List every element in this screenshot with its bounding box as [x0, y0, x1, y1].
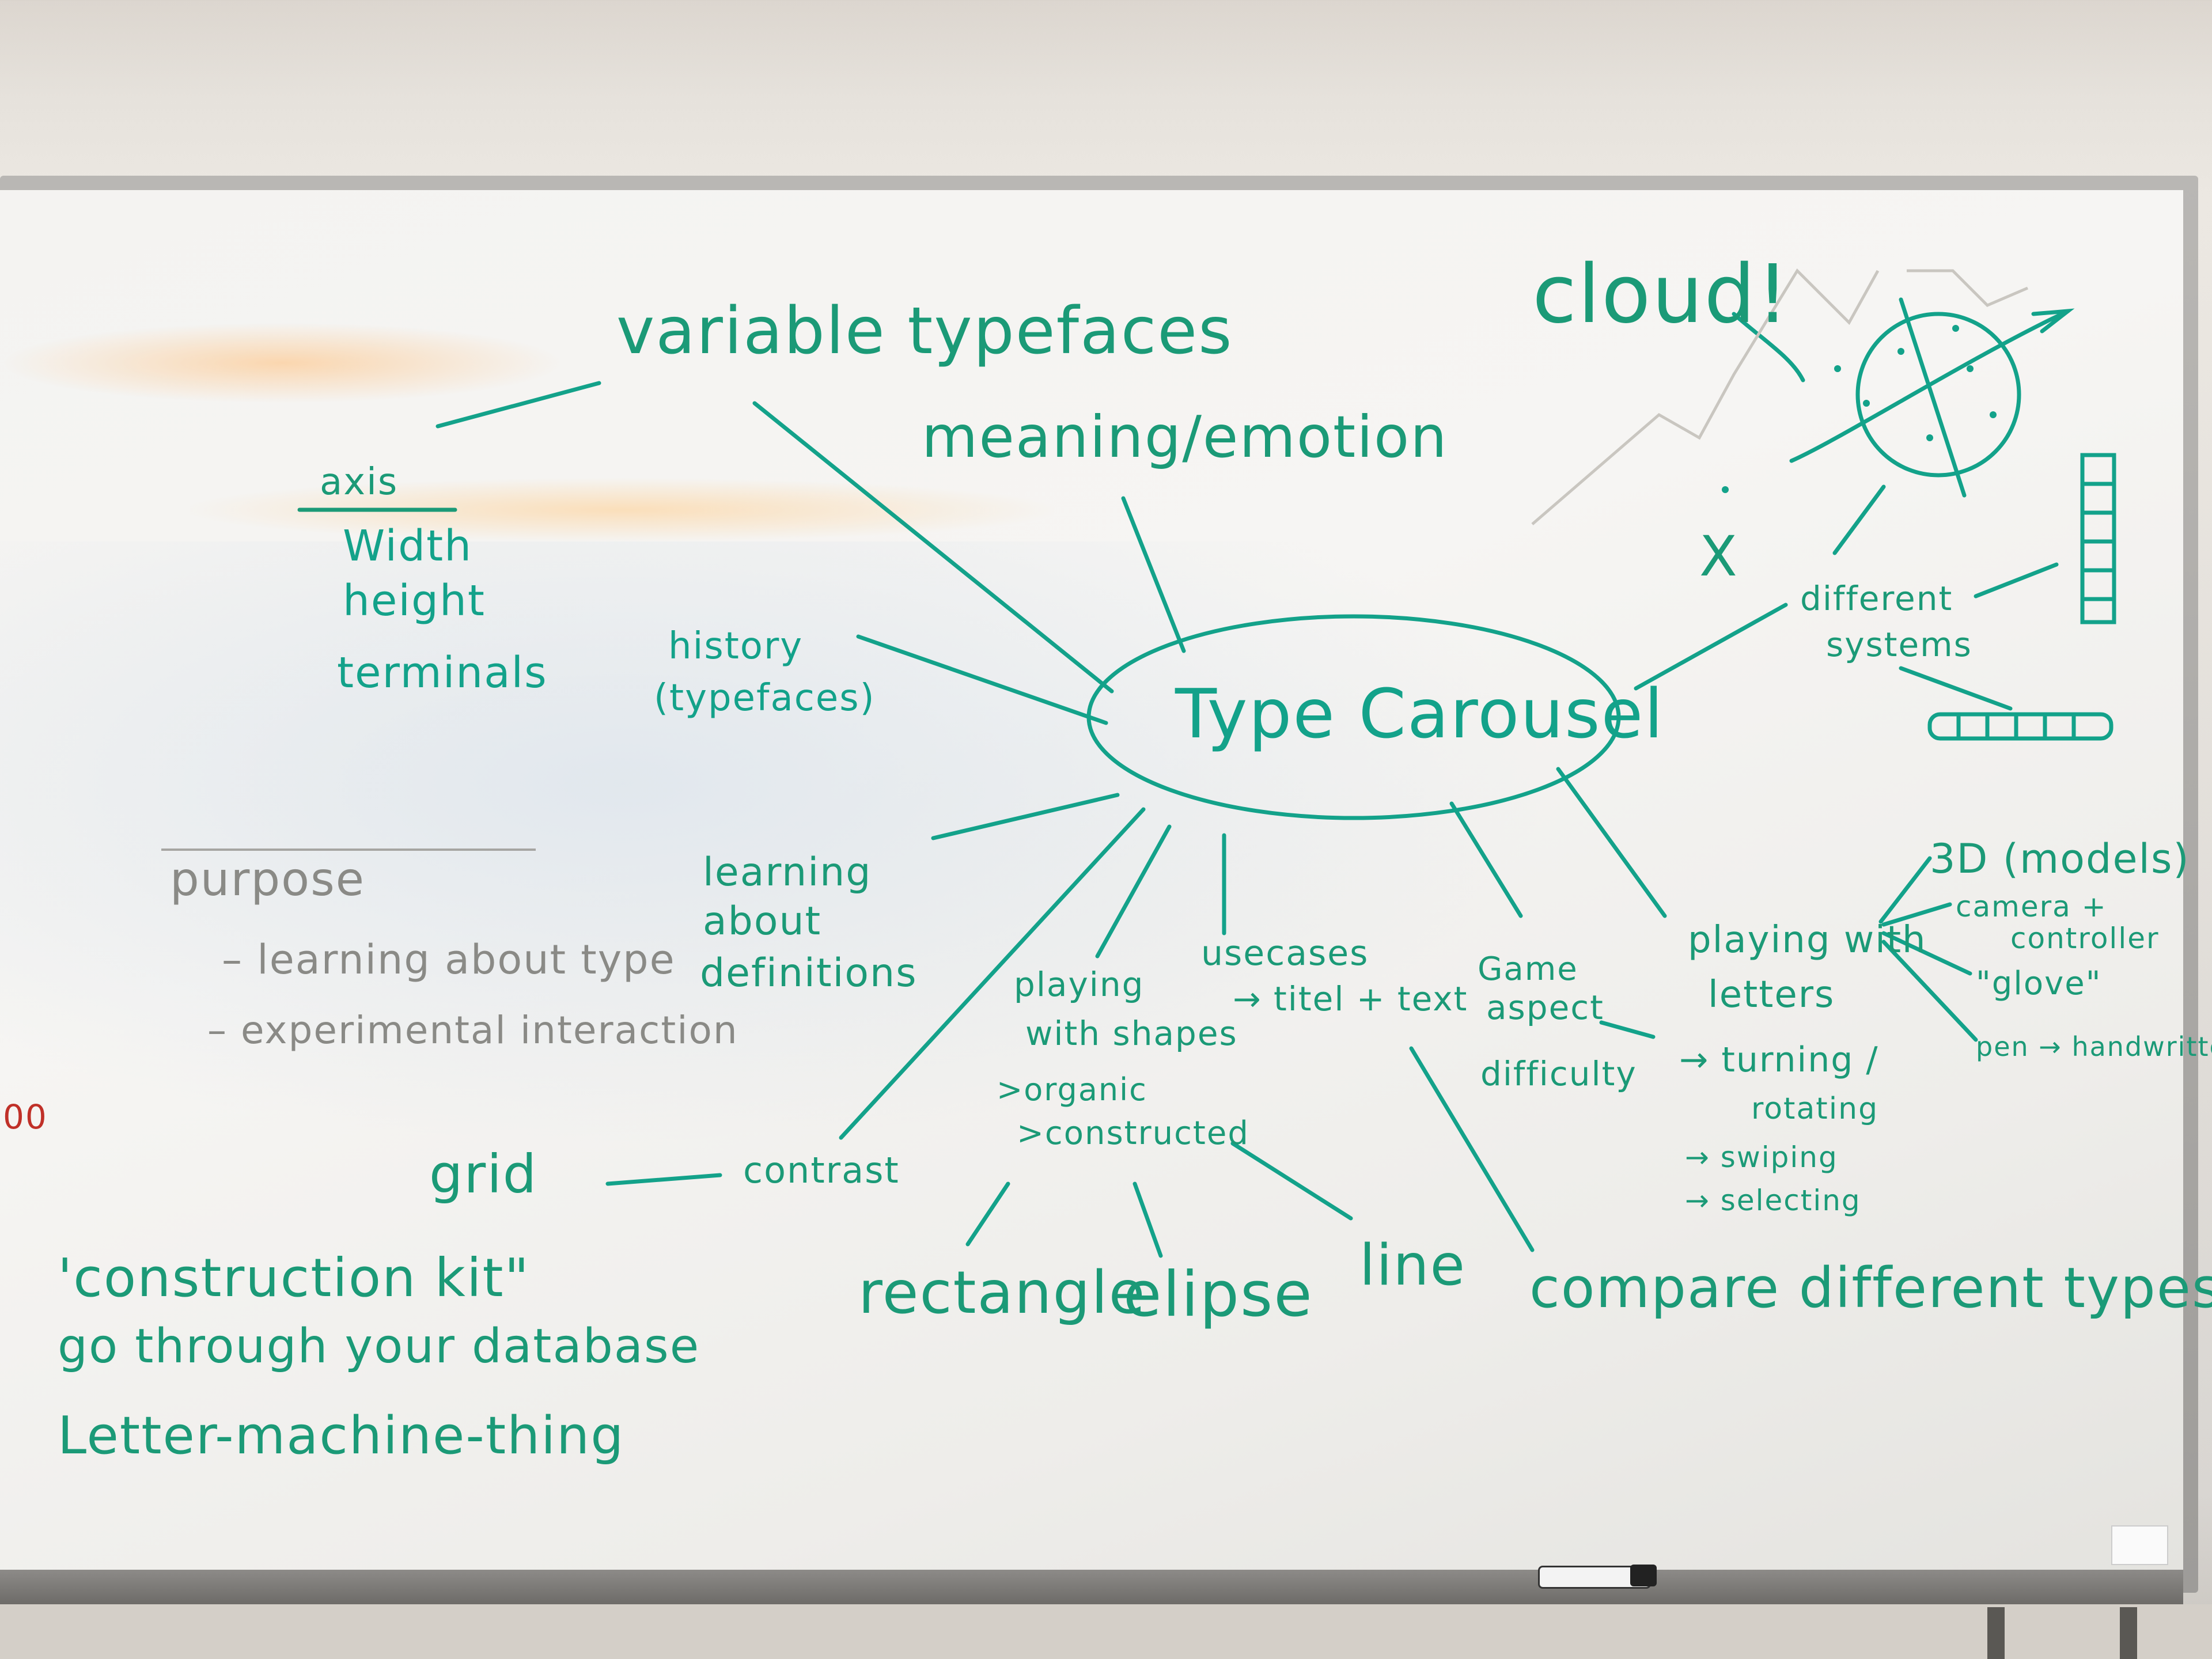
spoke-variable-typefaces [752, 401, 1114, 694]
label-usecases: usecases [1201, 933, 1369, 974]
link-rectangle [965, 1181, 1010, 1247]
link-axis [435, 381, 601, 429]
spoke-learning [931, 793, 1120, 840]
label-playing: playing [1014, 965, 1145, 1004]
label-aspect: aspect [1486, 988, 1604, 1027]
label-height: height [343, 576, 486, 626]
spoke-history [856, 634, 1108, 725]
spoke-shapes [1095, 824, 1172, 959]
label-systems: systems [1826, 625, 1972, 664]
label-selecting: → selecting [1685, 1184, 1861, 1217]
label-ellipse: elipse [1123, 1259, 1313, 1331]
globe-arrow [2031, 308, 2075, 334]
vertical-strip [2080, 453, 2116, 624]
label-titel-text: → titel + text [1233, 979, 1468, 1018]
label-glove: "glove" [1976, 965, 2102, 1002]
label-line: line [1359, 1233, 1466, 1298]
label-contrast: contrast [743, 1149, 900, 1191]
label-red-fragment: 00 [3, 1097, 48, 1137]
label-controller: controller [2010, 922, 2160, 955]
label-compare-types: compare different types [1529, 1256, 2212, 1320]
label-rotating: rotating [1751, 1092, 1879, 1126]
label-definitions: definitions [700, 950, 918, 996]
label-different: different [1800, 579, 1953, 618]
globe-ring [1789, 309, 2070, 463]
label-database: go through your database [58, 1319, 700, 1374]
label-purpose: purpose [170, 853, 365, 906]
label-turning: → turning / [1679, 1040, 1879, 1080]
link-3d [1878, 856, 1932, 924]
label-grid: grid [429, 1143, 538, 1205]
label-organic: >organic [997, 1071, 1147, 1108]
label-swiping: → swiping [1685, 1141, 1838, 1174]
light-reflection [0, 323, 565, 403]
label-pen-handwritten: pen → handwritten [1976, 1031, 2212, 1062]
link-game-turning [1599, 1020, 1656, 1039]
label-width: Width [343, 521, 472, 571]
horizontal-strip [1927, 712, 2113, 741]
link-ellipse [1132, 1181, 1163, 1258]
label-camera: camera + [1956, 890, 2107, 923]
window-reflection [0, 541, 1555, 1146]
link-line [1230, 1141, 1353, 1221]
board-label-sticker [2111, 1525, 2168, 1565]
link-pen [1881, 940, 1978, 1042]
wall-bracket [1987, 1607, 2005, 1659]
marker-cap [1630, 1565, 1657, 1586]
label-3d-models: 3D (models) [1930, 835, 2190, 882]
label-purpose-item-1: – learning about type [222, 936, 676, 983]
label-rectangle: rectangle [858, 1259, 1146, 1327]
spoke-compare [1409, 1046, 1535, 1252]
label-difficulty: difficulty [1480, 1054, 1637, 1093]
label-x-mark: X [1699, 524, 1738, 589]
label-purpose-item-2: – experimental interaction [207, 1008, 738, 1052]
label-center: Type Carousel [1175, 674, 1665, 753]
label-with-shapes: with shapes [1025, 1014, 1238, 1053]
link-grid-contrast [605, 1173, 722, 1186]
label-letters: letters [1708, 974, 1835, 1016]
label-construction-kit: 'construction kit" [58, 1247, 530, 1309]
link-vertical-strip [1974, 562, 2059, 599]
label-learning: learning [703, 850, 872, 895]
spoke-contrast [839, 807, 1146, 1140]
label-cloud: cloud! [1532, 248, 1790, 342]
label-letter-machine: Letter-machine-thing [58, 1406, 625, 1466]
whiteboard [0, 190, 2183, 1570]
spoke-meaning [1121, 496, 1186, 653]
label-constructed: >constructed [1017, 1115, 1249, 1152]
wall [0, 1604, 2212, 1659]
link-camera [1881, 902, 1952, 927]
label-history-sub: (typefaces) [654, 677, 876, 719]
label-meaning-emotion: meaning/emotion [922, 403, 1448, 471]
globe-drawing [1855, 312, 2021, 478]
link-horizontal-strip [1899, 666, 2013, 711]
label-history: history [668, 625, 804, 668]
marker-tray [0, 1570, 2183, 1604]
cloud-line [1732, 312, 1805, 382]
link-cloud [1832, 484, 1886, 555]
spoke-letters [1556, 767, 1667, 918]
faint-mountains [1531, 268, 1880, 525]
spoke-systems [1634, 603, 1788, 691]
label-game: Game [1478, 950, 1578, 988]
label-terminals: terminals [337, 648, 548, 698]
label-playing-with: playing with [1688, 919, 1927, 961]
spoke-game [1449, 801, 1523, 918]
wall-bracket [2120, 1607, 2137, 1659]
label-about: about [703, 899, 822, 944]
label-variable-typefaces: variable typefaces [616, 294, 1233, 369]
link-glove [1881, 931, 1972, 976]
label-axis: axis [320, 461, 399, 503]
globe-axis [1899, 297, 1967, 498]
